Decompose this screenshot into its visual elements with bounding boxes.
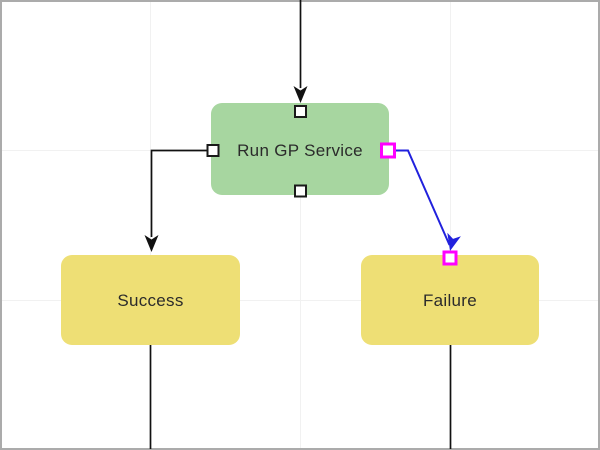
arrowhead-down-icon	[293, 86, 308, 103]
connection-handle-bottom[interactable]	[294, 184, 307, 198]
arrowhead-down-icon	[144, 235, 159, 252]
connector-line[interactable]	[395, 149, 451, 246]
arrowhead-down-icon	[447, 232, 461, 251]
connection-handle-top[interactable]	[294, 105, 307, 118]
node-shape[interactable]	[361, 255, 539, 345]
connector-line[interactable]	[150, 149, 212, 238]
node-success[interactable]: Success	[61, 255, 240, 345]
connector-run-gp-service-to-failure-selected[interactable]	[395, 149, 461, 253]
connection-handle-failure-top-selected[interactable]	[442, 250, 458, 266]
connector-top-into-run-gp-service[interactable]	[293, 0, 308, 103]
connector-run-gp-service-to-success[interactable]	[144, 149, 212, 253]
node-label: Success	[117, 291, 183, 310]
node-shape[interactable]	[211, 103, 389, 195]
node-label: Run GP Service	[237, 141, 363, 160]
node-shape[interactable]	[61, 255, 240, 345]
node-failure[interactable]: Failure	[361, 255, 539, 345]
connection-handle-left[interactable]	[206, 144, 220, 157]
connection-handle-right-selected[interactable]	[380, 142, 396, 159]
node-run-gp-service[interactable]: Run GP Service	[211, 103, 389, 195]
node-label: Failure	[423, 291, 477, 310]
